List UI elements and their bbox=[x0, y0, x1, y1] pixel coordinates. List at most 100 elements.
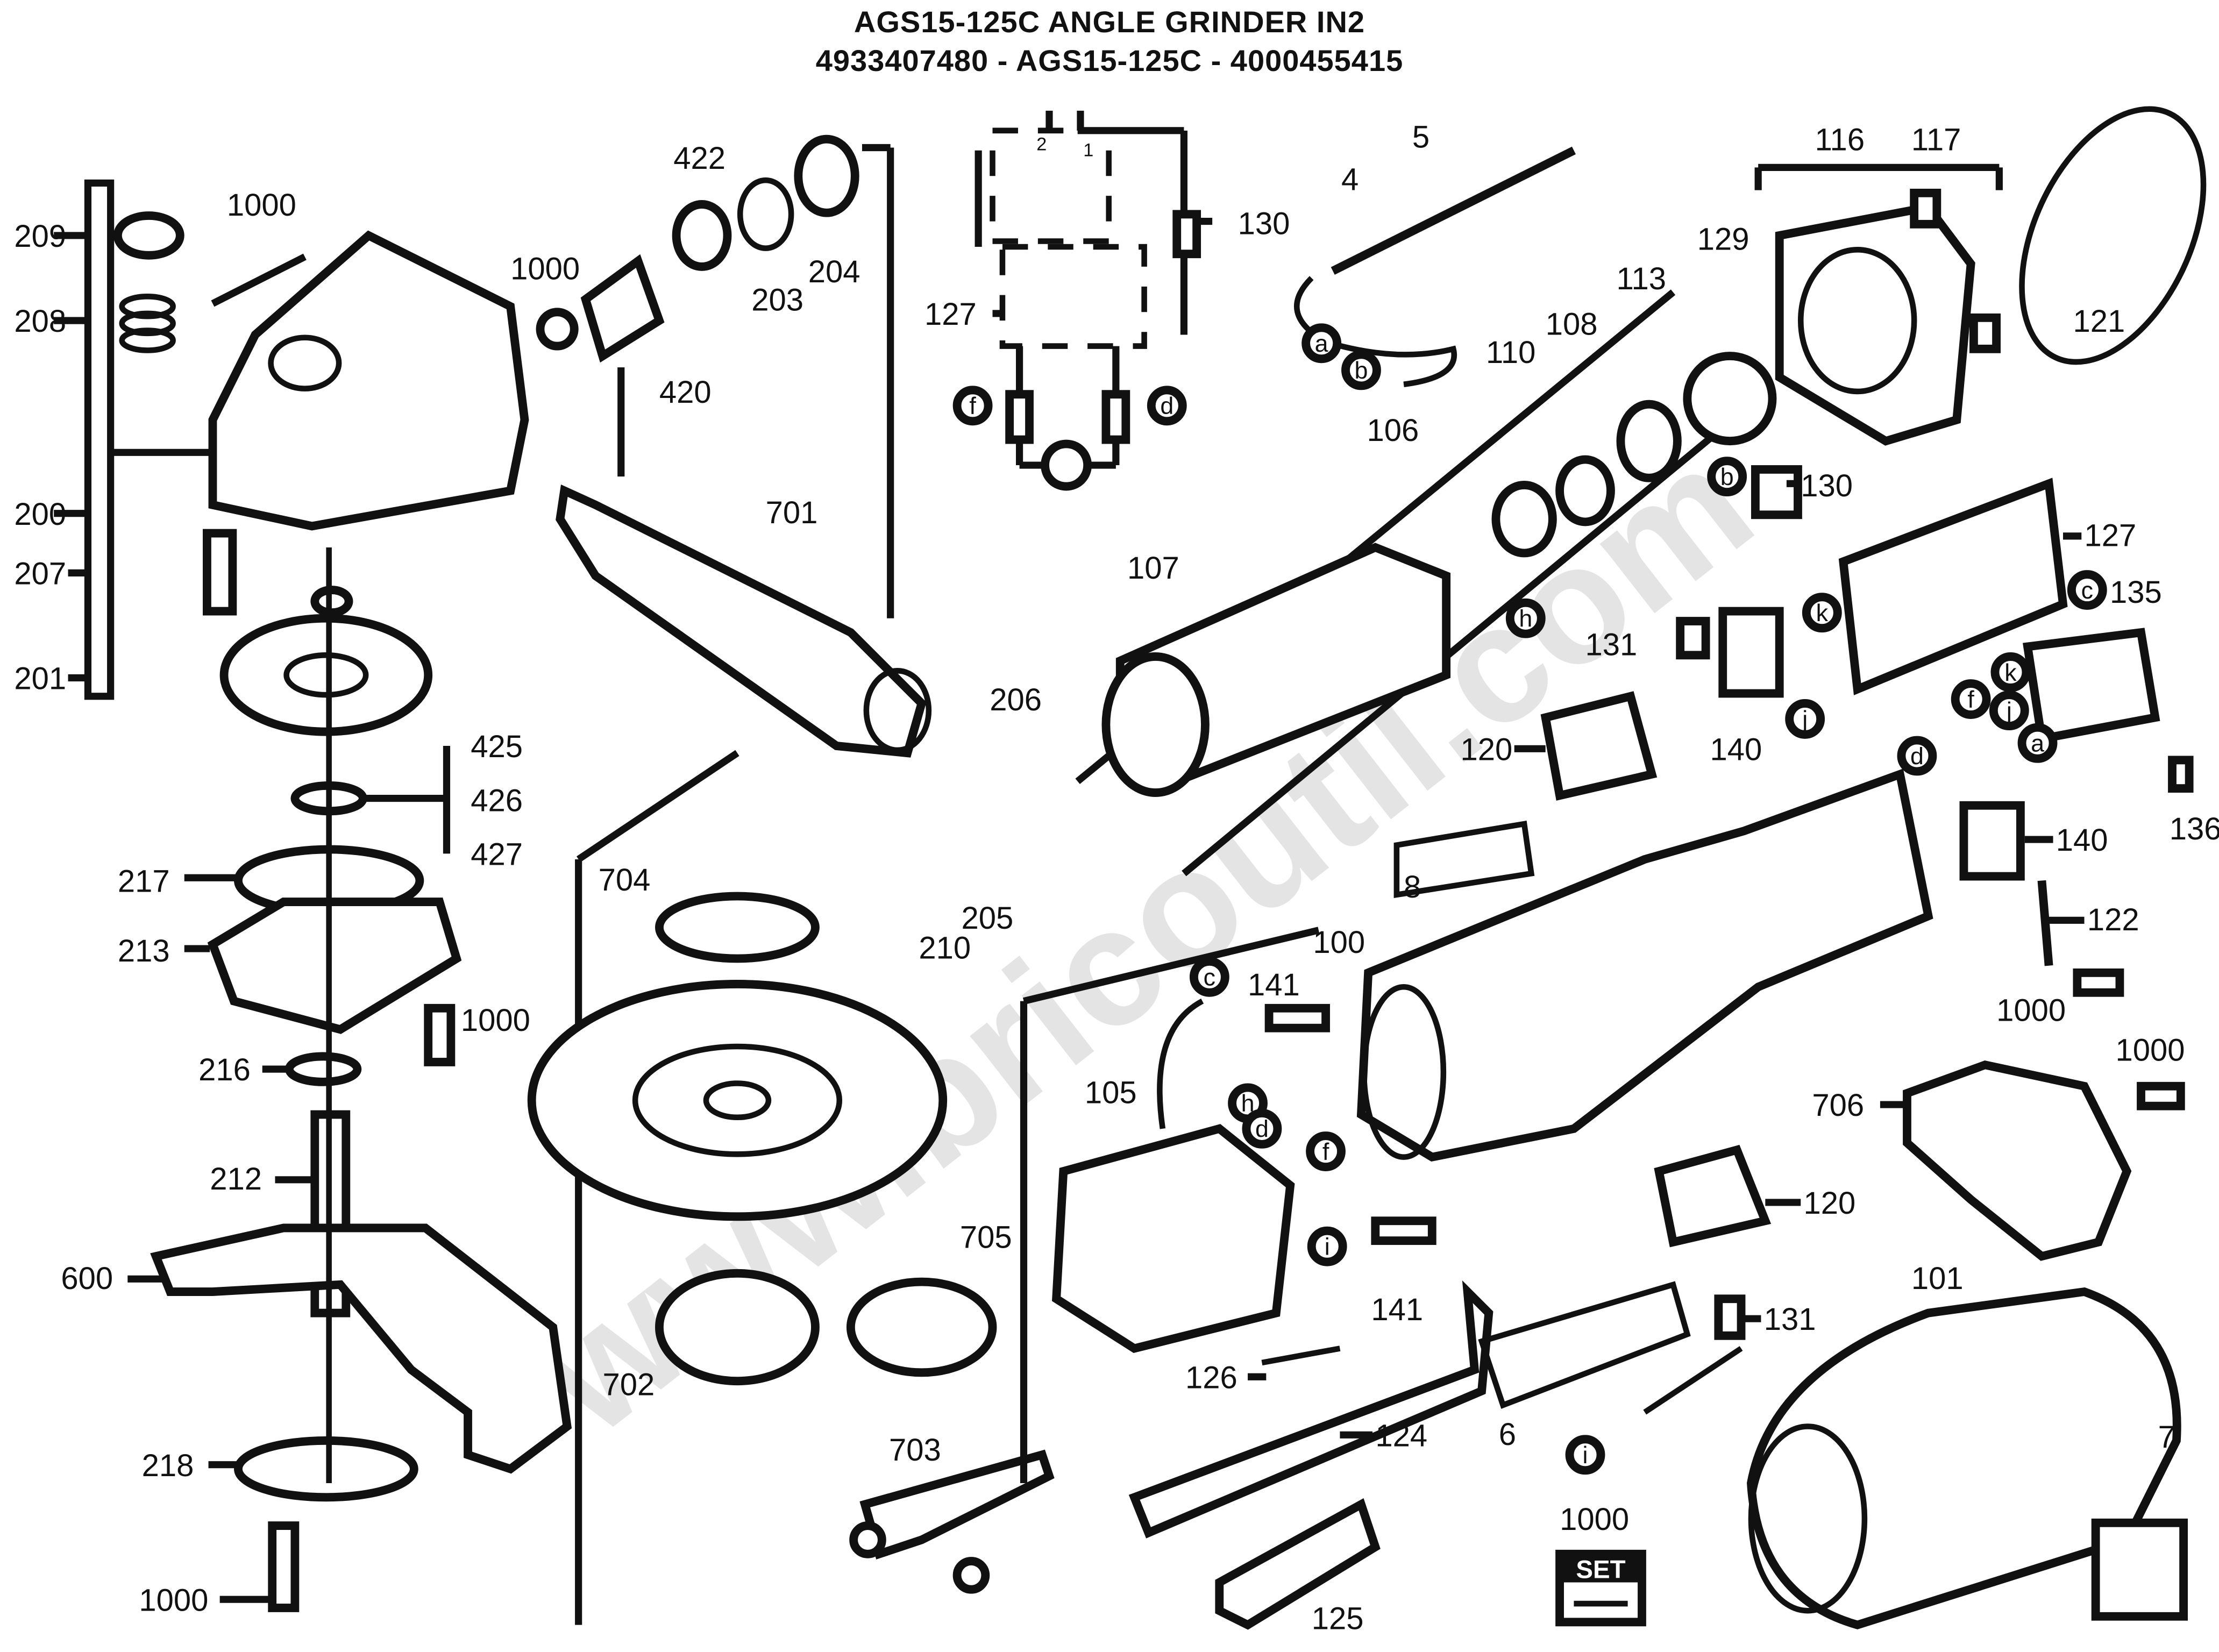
part-label: 113 bbox=[1617, 261, 1666, 296]
svg-text:c: c bbox=[2081, 577, 2093, 604]
part-label: 129 bbox=[1697, 222, 1749, 257]
nut-1000 bbox=[536, 308, 579, 351]
part-label: 126 bbox=[1185, 1360, 1237, 1395]
bearing-flange-213 bbox=[207, 898, 462, 1034]
part-label: 131 bbox=[1764, 1302, 1816, 1337]
fan-cover-group bbox=[1903, 1060, 2185, 1261]
svg-text:2: 2 bbox=[1036, 134, 1047, 155]
part-label: 204 bbox=[808, 254, 860, 289]
part-label: 120 bbox=[1461, 732, 1513, 767]
group-bracket-200 bbox=[84, 179, 115, 700]
part-label: 210 bbox=[919, 931, 971, 966]
part-label: 131 bbox=[1585, 627, 1638, 662]
sleeve-207 bbox=[203, 529, 237, 616]
svg-text:c: c bbox=[1204, 964, 1215, 991]
gear-head-group bbox=[54, 179, 572, 1612]
flange-704 bbox=[655, 892, 820, 963]
svg-text:b: b bbox=[1355, 357, 1368, 384]
part-label: 703 bbox=[889, 1433, 941, 1468]
part-label: 125 bbox=[1312, 1601, 1364, 1636]
label-7 bbox=[2091, 1518, 2188, 1621]
bearing-204 bbox=[794, 134, 859, 217]
film-6 bbox=[1478, 1281, 1691, 1409]
brush-holder-120b bbox=[1654, 1144, 1772, 1248]
svg-text:b: b bbox=[1720, 464, 1734, 490]
flange-702 bbox=[655, 1269, 820, 1386]
svg-text:a: a bbox=[1315, 330, 1328, 357]
set-icon: SET bbox=[1555, 1549, 1646, 1627]
lower-electronics bbox=[1478, 1144, 1772, 1415]
pinion-420 bbox=[580, 254, 665, 363]
part-label: 201 bbox=[14, 661, 66, 696]
bearing-cap-129 bbox=[1683, 352, 1777, 446]
part-label: 207 bbox=[14, 556, 66, 591]
switch-135 bbox=[2023, 628, 2160, 744]
svg-text:j: j bbox=[1801, 706, 1808, 733]
part-label: 425 bbox=[471, 729, 523, 764]
o-ring-121 bbox=[2019, 106, 2207, 365]
cap-209 bbox=[113, 211, 184, 260]
pinion-group bbox=[536, 134, 894, 618]
side-handle-701 bbox=[556, 484, 932, 758]
part-label: 420 bbox=[659, 375, 712, 410]
svg-text:f: f bbox=[969, 393, 976, 419]
svg-text:k: k bbox=[1816, 600, 1829, 626]
part-label: 205 bbox=[961, 901, 1013, 936]
part-label: 130 bbox=[1801, 468, 1853, 503]
connector-markers: a b f d b h k c k f j j a d c h d f i i … bbox=[952, 134, 2107, 1475]
bush-117 bbox=[1910, 188, 1941, 229]
end-flange-group bbox=[1754, 106, 2207, 446]
part-label: 702 bbox=[602, 1368, 655, 1402]
part-label: 127 bbox=[924, 297, 977, 332]
part-label: 121 bbox=[2073, 304, 2125, 339]
svg-text:d: d bbox=[1910, 743, 1924, 770]
diagram-subtitle: 4933407480 - AGS15-125C - 4000455415 bbox=[815, 44, 1404, 77]
gear-housing-200 bbox=[208, 230, 529, 531]
svg-text:a: a bbox=[2031, 730, 2044, 757]
label-8 bbox=[1393, 820, 1535, 899]
part-label: 7 bbox=[2158, 1420, 2175, 1455]
part-label: 212 bbox=[210, 1162, 262, 1197]
air-deflector-706 bbox=[1903, 1060, 2132, 1261]
nut-705 bbox=[846, 1277, 997, 1377]
part-label: 8 bbox=[1404, 870, 1421, 905]
bearing-113 bbox=[1616, 400, 1682, 482]
switch-rod-group bbox=[1128, 1280, 1493, 1630]
svg-text:SET: SET bbox=[1576, 1556, 1625, 1584]
part-label: 141 bbox=[1248, 967, 1300, 1002]
part-label: 108 bbox=[1546, 307, 1598, 341]
part-label: 1000 bbox=[227, 188, 296, 223]
part-label: 426 bbox=[471, 783, 523, 818]
button-125 bbox=[1215, 1498, 1381, 1630]
wiring-schematic bbox=[975, 110, 1201, 491]
part-label: 122 bbox=[2087, 902, 2139, 937]
part-label: 106 bbox=[1367, 413, 1419, 448]
svg-text:k: k bbox=[2004, 659, 2017, 686]
part-label: 107 bbox=[1127, 551, 1179, 586]
part-label: 141 bbox=[1371, 1292, 1423, 1327]
part-label: 1000 bbox=[139, 1583, 208, 1618]
part-label: 1000 bbox=[2116, 1032, 2185, 1067]
part-label: 203 bbox=[751, 283, 803, 318]
part-label: 101 bbox=[1911, 1261, 1964, 1296]
part-label: 116 bbox=[1815, 123, 1865, 158]
part-label: 705 bbox=[960, 1220, 1012, 1255]
electronics-group bbox=[1540, 465, 2194, 997]
part-label: 422 bbox=[673, 141, 726, 176]
armature-group bbox=[1075, 289, 1777, 877]
part-label: 6 bbox=[1499, 1417, 1516, 1452]
part-label: 4 bbox=[1341, 162, 1359, 197]
part-label: 427 bbox=[471, 837, 523, 872]
flange-116 bbox=[1775, 202, 1975, 446]
svg-text:f: f bbox=[1967, 686, 1974, 713]
terminal-130 bbox=[1751, 465, 1802, 519]
grinding-wheel bbox=[527, 980, 948, 1221]
part-label: 206 bbox=[990, 682, 1042, 717]
part-label: 135 bbox=[2110, 575, 2162, 610]
bearing-422 bbox=[672, 200, 732, 271]
svg-text:i: i bbox=[1325, 1234, 1330, 1261]
part-label: 704 bbox=[599, 863, 651, 898]
spring-126 bbox=[1261, 1345, 1341, 1366]
part-label: 218 bbox=[142, 1448, 194, 1483]
svg-text:i: i bbox=[1583, 1442, 1588, 1469]
